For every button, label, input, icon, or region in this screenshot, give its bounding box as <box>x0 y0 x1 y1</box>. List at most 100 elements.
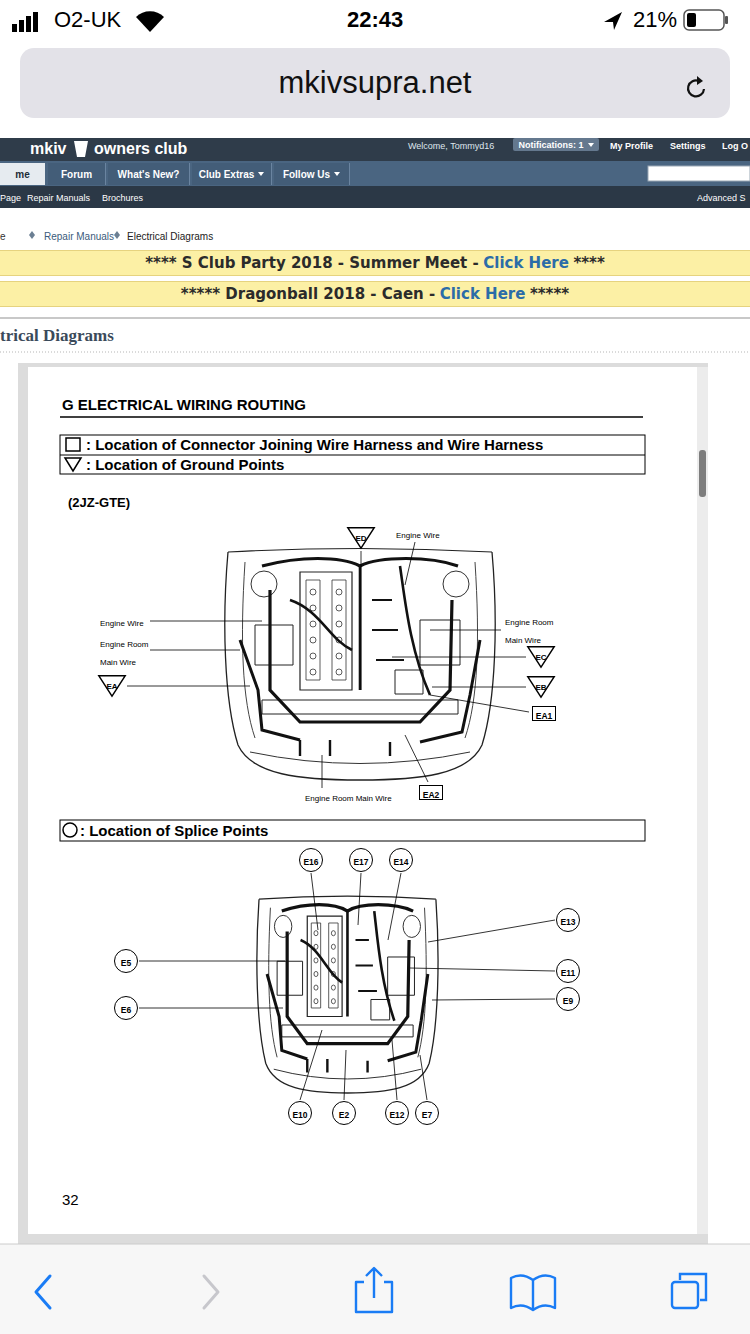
node-content: E6 <box>121 1000 131 1016</box>
dropdown-caret <box>258 172 264 176</box>
breadcrumb-link: e <box>0 231 6 242</box>
subnav-link-holder: Brochures <box>102 187 143 205</box>
node-content: E13 <box>560 912 575 928</box>
node-content: **** S Club Party 2018 - Summer Meet -Cl… <box>145 254 605 272</box>
ground-triangle-outline <box>348 528 375 549</box>
node-content: E12 <box>389 1105 404 1121</box>
harness-name-holder: Engine Wire <box>100 612 144 630</box>
logo-text-holder: mkiv <box>30 140 66 158</box>
legend-text-holder: : Location of Ground Points <box>86 456 284 474</box>
splice-point: E12 <box>385 1101 409 1125</box>
symbol-code: E13 <box>560 917 575 927</box>
symbol-code: E10 <box>292 1110 307 1120</box>
nav-tab: What's New? <box>108 163 190 185</box>
page-heading: G ELECTRICAL WIRING ROUTING <box>62 396 306 413</box>
node-content: Notifications: 1 <box>518 140 593 150</box>
dropdown-caret <box>588 143 594 147</box>
announcement-banner: **** S Club Party 2018 - Summer Meet -Cl… <box>0 250 750 276</box>
symbol-code: E9 <box>563 996 573 1006</box>
reload-arc <box>688 80 704 96</box>
splice-point: E2 <box>332 1101 356 1125</box>
splice-point: E16 <box>299 848 323 872</box>
subnav-link-holder: Repair Manuals <box>27 187 90 205</box>
symbol-code: E5 <box>121 958 131 968</box>
subnav-link-holder: Page <box>0 187 21 205</box>
symbol-code: ED <box>355 534 366 543</box>
node-content: EA1 <box>536 706 553 722</box>
tab-label: me <box>15 169 29 180</box>
symbol-code: E16 <box>303 857 318 867</box>
breadcrumb-current-holder: Electrical Diagrams <box>127 226 213 244</box>
symbol-code: EA1 <box>536 711 553 721</box>
breadcrumb-current: Electrical Diagrams <box>127 231 213 242</box>
ground-point: EA <box>98 675 126 697</box>
harness-name: Engine Room Main Wire <box>100 640 148 667</box>
node-content: E7 <box>422 1105 432 1121</box>
logo-text: owners club <box>94 140 187 157</box>
symbol-code: E6 <box>121 1005 131 1015</box>
symbol-code: EB <box>535 683 546 692</box>
symbol-code: EC <box>535 653 546 662</box>
node-content: me <box>15 169 29 180</box>
carrier-name-holder: O2-UK <box>54 7 121 32</box>
node-content: Follow Us <box>283 169 340 180</box>
logo-text: mkiv <box>30 140 66 157</box>
reload-icon <box>684 75 710 101</box>
node-content: E17 <box>353 852 368 868</box>
connector-box: EA1 <box>532 706 556 721</box>
section-heading: trical Diagrams <box>0 326 114 345</box>
node-content: E14 <box>393 852 408 868</box>
node-content: Forum <box>61 169 92 180</box>
subnav-link: Brochures <box>102 193 143 203</box>
tab-label: Forum <box>61 169 92 180</box>
legend-text-holder: : Location of Splice Points <box>80 822 268 840</box>
ground-triangle-outline <box>99 676 126 697</box>
tab-label: Notifications: 1 <box>518 140 583 150</box>
address-bar: mkivsupra.net <box>20 48 730 118</box>
legend-text: : Location of Connector Joining Wire Har… <box>86 436 543 453</box>
tab-label: Club Extras <box>199 169 255 180</box>
node-content: EB <box>535 677 546 693</box>
breadcrumb-link-holder: Repair Manuals <box>44 226 114 244</box>
header-link-holder: Log O <box>722 135 748 153</box>
reload-arrowhead <box>697 76 703 85</box>
splice-point: E9 <box>556 987 580 1011</box>
banner-text: ***** <box>530 285 569 303</box>
node-content: E9 <box>563 991 573 1007</box>
battery-percent: 21% <box>633 7 677 32</box>
legend-text: : Location of Ground Points <box>86 456 284 473</box>
clock-holder: 22:43 <box>347 7 403 32</box>
page-number: 32 <box>62 1191 79 1208</box>
nav-tab: me <box>0 163 45 185</box>
node-content: Club Extras <box>199 169 265 180</box>
symbol-code: E14 <box>393 857 408 867</box>
symbol-code: E2 <box>339 1110 349 1120</box>
node-content: E11 <box>561 963 576 979</box>
page-number-holder: 32 <box>62 1191 79 1209</box>
harness-name: Engine Room Main Wire <box>305 794 392 803</box>
subnav-link: Repair Manuals <box>27 193 90 203</box>
subnav-link-holder: Advanced S <box>697 187 746 205</box>
nav-tab: Follow Us <box>274 163 350 185</box>
breadcrumb-link-holder: e <box>0 226 6 244</box>
ground-point: EB <box>527 676 555 698</box>
ground-point: ED <box>347 527 375 549</box>
splice-point: E5 <box>114 949 138 973</box>
symbol-code: E12 <box>389 1110 404 1120</box>
nav-tab: Club Extras <box>192 163 272 185</box>
harness-name-holder: Engine Room Main Wire <box>505 611 561 648</box>
harness-name: Engine Room Main Wire <box>505 618 553 645</box>
section-heading-holder: trical Diagrams <box>0 326 114 346</box>
splice-point: E11 <box>556 959 580 983</box>
header-link: Settings <box>670 141 706 151</box>
header-link-holder: My Profile <box>610 135 653 153</box>
battery-percent-holder: 21% <box>633 7 677 32</box>
splice-point: E6 <box>114 996 138 1020</box>
node-content: E5 <box>121 953 131 969</box>
symbol-code: E11 <box>561 968 576 978</box>
tab-label: Follow Us <box>283 169 330 180</box>
breadcrumb-link: Repair Manuals <box>44 231 114 242</box>
banner-text: Click Here <box>440 285 526 303</box>
symbol-code: E17 <box>353 857 368 867</box>
tab-label: What's New? <box>118 169 180 180</box>
